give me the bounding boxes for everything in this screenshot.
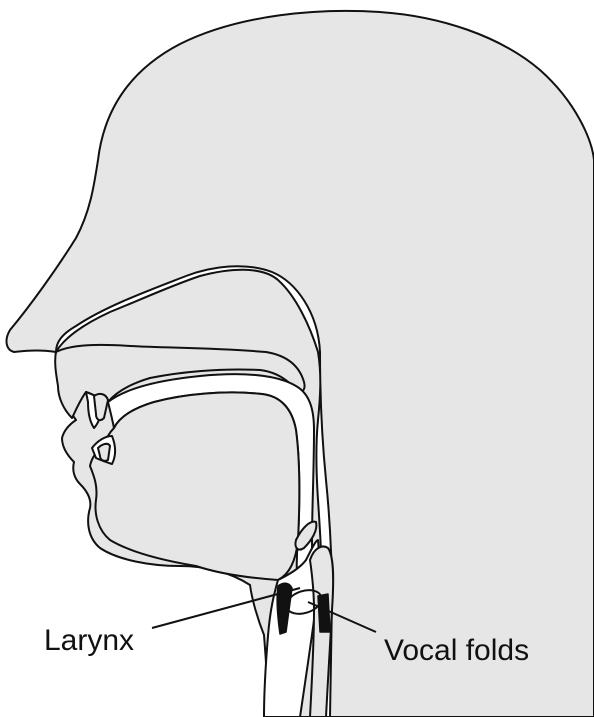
larynx-label: Larynx	[44, 624, 134, 657]
vocal-folds-cartilage	[318, 594, 330, 632]
vocal-folds-label: Vocal folds	[384, 634, 529, 667]
lower-incisor	[98, 444, 110, 461]
